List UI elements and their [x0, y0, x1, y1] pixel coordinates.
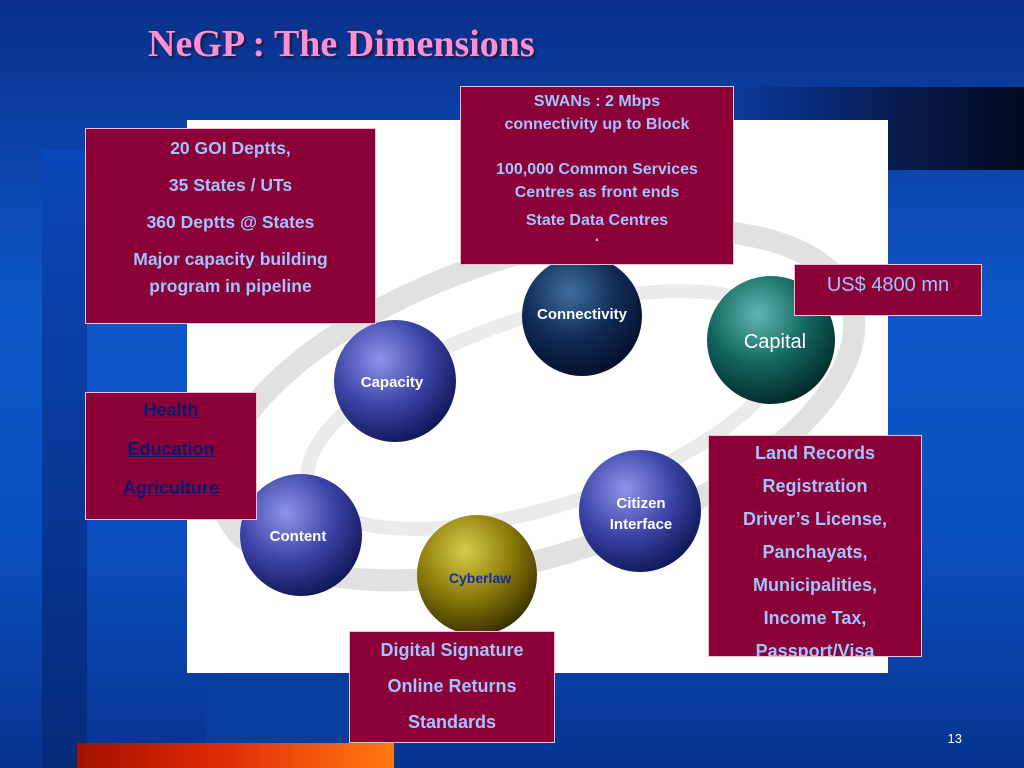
capacity-item: Major capacity building [133, 249, 328, 269]
citizen-label-line2: Interface [610, 516, 673, 533]
citizen-item: Registration [762, 476, 868, 496]
connectivity-item: . [594, 228, 600, 245]
capacity-circle [334, 320, 456, 442]
cyberlaw-item: Online Returns [387, 676, 517, 696]
content-item: Health [143, 400, 199, 420]
capacity-item: 360 Deptts @ States [146, 212, 315, 232]
connectivity-label: Connectivity [537, 306, 628, 323]
cyberlaw-info-box: Digital Signature Online Returns Standar… [349, 631, 555, 743]
content-item: Education [127, 439, 215, 459]
capital-label: Capital [744, 331, 806, 353]
connectivity-item: State Data Centres [525, 212, 669, 229]
content-label: Content [270, 528, 327, 545]
citizen-item: Income Tax, [763, 608, 867, 628]
citizen-item: Driver’s License, [742, 509, 888, 529]
cyberlaw-label: Cyberlaw [449, 570, 511, 586]
cyberlaw-circle [417, 515, 537, 635]
connectivity-info-box: SWANs : 2 Mbps connectivity up to Block … [460, 86, 734, 265]
dark-band-bottom [205, 673, 350, 743]
content-circle [240, 474, 362, 596]
capacity-item: 35 States / UTs [168, 175, 293, 195]
citizen-item: Panchayats, [762, 542, 868, 562]
slide-title: NeGP : The Dimensions [148, 23, 535, 65]
citizen-item: Municipalities, [752, 575, 878, 595]
orange-bar [77, 743, 394, 768]
connectivity-circle [522, 256, 642, 376]
cyberlaw-item: Standards [407, 712, 497, 732]
connectivity-item: Centres as front ends [514, 184, 680, 201]
citizen-item: Land Records [754, 443, 876, 463]
content-item: Agriculture [122, 478, 219, 498]
dark-band-left [42, 150, 87, 768]
capacity-item: 20 GOI Deptts, [170, 138, 291, 158]
connectivity-item: SWANs : 2 Mbps [533, 93, 661, 110]
connectivity-item: 100,000 Common Services [496, 161, 698, 178]
capital-info-box: US$ 4800 mn [794, 264, 982, 316]
connectivity-item: connectivity up to Block [504, 116, 690, 133]
capacity-label: Capacity [361, 374, 424, 391]
citizen-info-box: Land Records Registration Driver’s Licen… [708, 435, 922, 657]
citizen-label-line1: Citizen [616, 495, 665, 512]
capacity-info-box: 20 GOI Deptts, 35 States / UTs 360 Deptt… [85, 128, 376, 324]
content-info-box: Health Education Agriculture [85, 392, 257, 520]
capacity-item: program in pipeline [149, 276, 312, 296]
cyberlaw-item: Digital Signature [380, 640, 524, 660]
citizen-interface-circle [579, 450, 701, 572]
page-number: 13 [947, 731, 962, 746]
citizen-item: Passport/Visa [755, 641, 875, 657]
capital-amount: US$ 4800 mn [826, 274, 950, 296]
